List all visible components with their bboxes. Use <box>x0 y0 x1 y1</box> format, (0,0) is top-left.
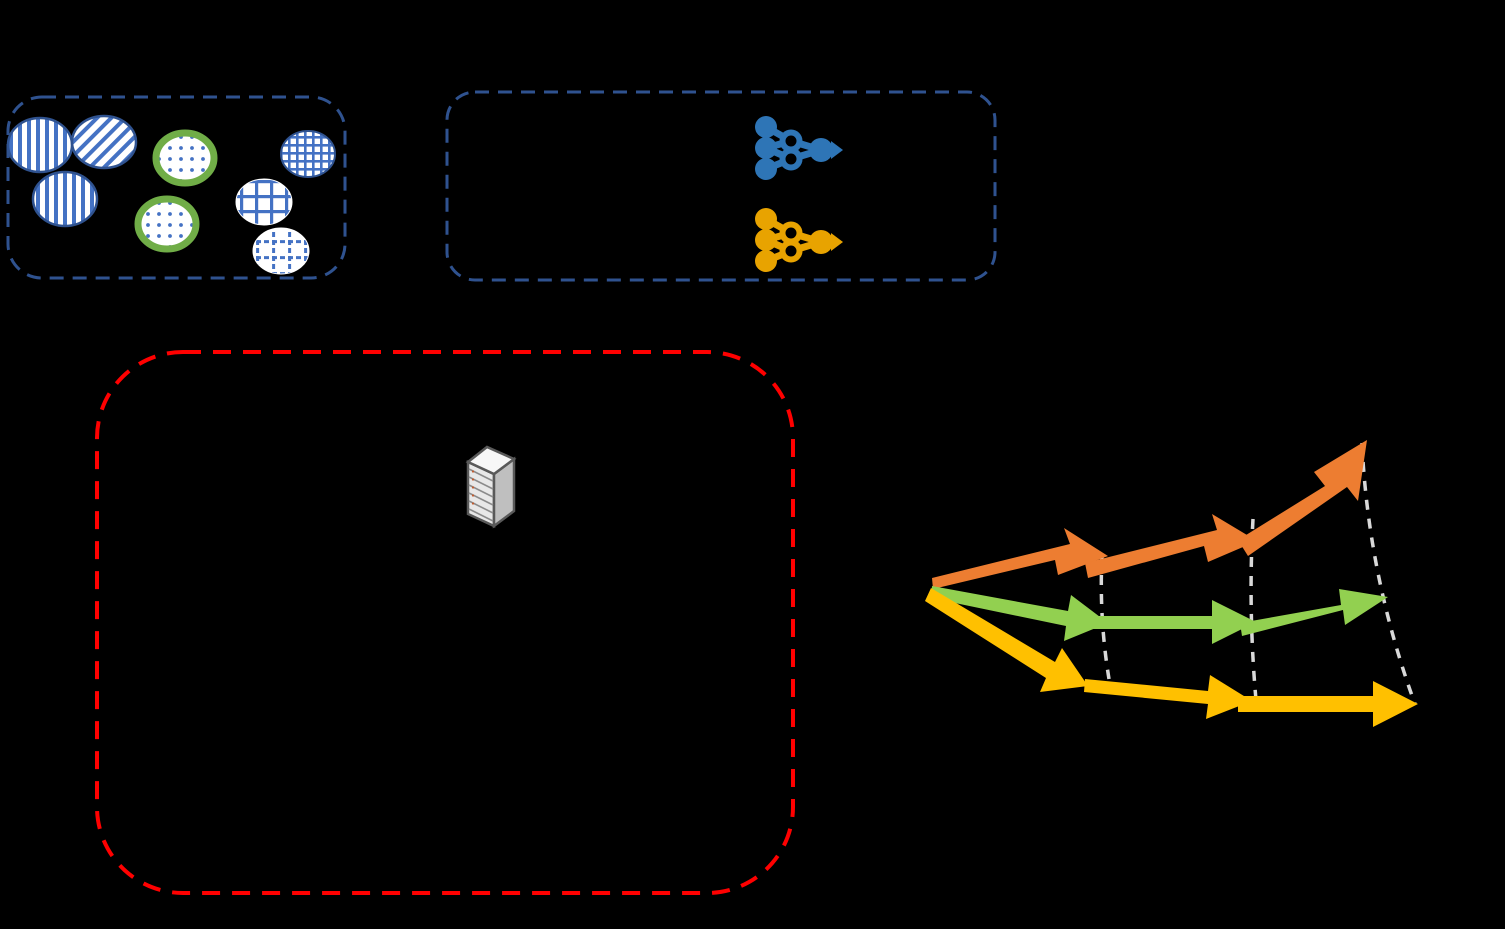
neural-network-gold-icon[interactable] <box>755 208 843 272</box>
ellipse-dots-green-2[interactable] <box>134 195 200 253</box>
ellipse-vstripe-1[interactable] <box>6 116 74 174</box>
data-pool-group[interactable] <box>6 95 347 280</box>
trend-down-yellow-segment-3 <box>1238 681 1418 727</box>
server-rack-icon[interactable] <box>465 445 517 529</box>
model-zoo-border <box>445 90 997 282</box>
ellipse-vstripe-2[interactable] <box>31 170 99 228</box>
data-pool-border <box>6 95 347 280</box>
ellipse-grid-fine-1[interactable] <box>280 130 336 178</box>
ellipse-grid-coarse-1[interactable] <box>235 178 293 226</box>
trend-flat-green-segment-1 <box>931 586 1108 641</box>
trend-up-orange[interactable] <box>932 440 1367 589</box>
trend-flat-green-segment-2 <box>1089 600 1256 644</box>
trend-up-orange-segment-1 <box>932 528 1108 589</box>
trend-flat-green-segment-3 <box>1240 589 1388 636</box>
trend-arrows-group[interactable] <box>925 440 1418 727</box>
trend-down-yellow-segment-1 <box>925 588 1088 692</box>
ellipse-dots-green-1[interactable] <box>152 129 218 187</box>
trend-down-yellow[interactable] <box>925 588 1418 727</box>
compute-border <box>95 350 795 895</box>
trend-up-orange-segment-3 <box>1238 440 1367 556</box>
trend-flat-green[interactable] <box>931 586 1388 644</box>
trend-up-orange-segment-2 <box>1085 514 1257 578</box>
stage-divider-3 <box>1360 442 1417 705</box>
neural-network-blue-icon[interactable] <box>755 116 843 180</box>
compute-group[interactable] <box>95 350 795 895</box>
ellipse-grid-dashed-1[interactable] <box>252 227 310 275</box>
trend-down-yellow-segment-2 <box>1084 675 1252 719</box>
model-zoo-group[interactable] <box>445 90 997 282</box>
ellipse-diagonal-1[interactable] <box>70 114 138 170</box>
